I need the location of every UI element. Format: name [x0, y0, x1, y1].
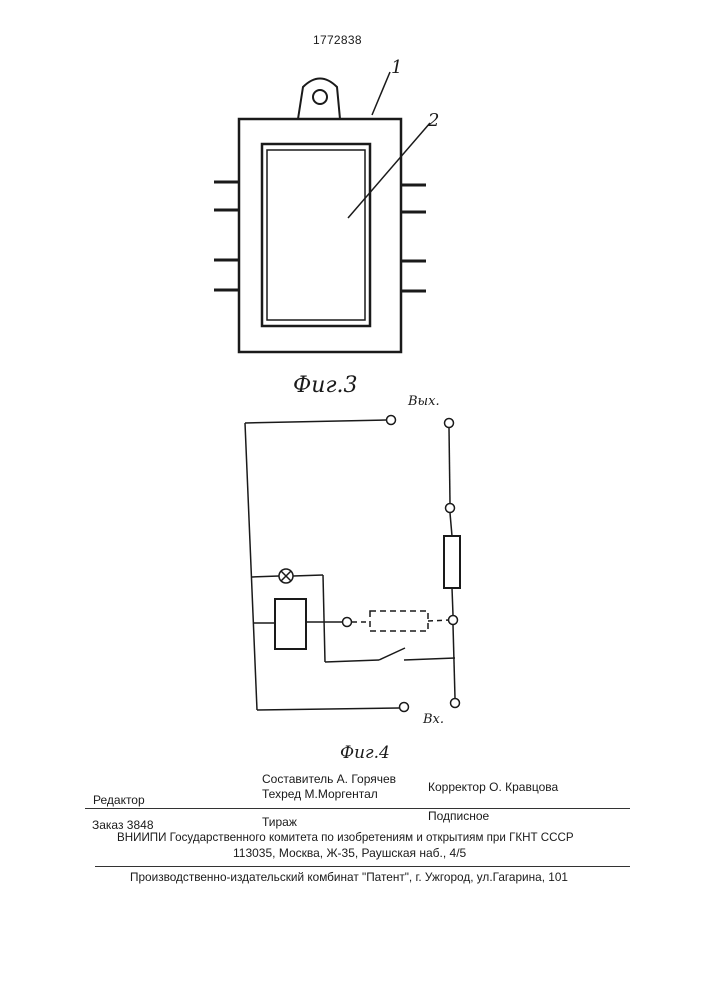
figure-3 [214, 72, 430, 352]
leader-line-2 [348, 123, 430, 218]
footer-divider-top [85, 808, 630, 809]
wire-switch-left [325, 660, 379, 662]
wire-switch-right [404, 658, 455, 660]
footer-order: Заказ 3848 [92, 818, 154, 832]
switch-blade [379, 648, 405, 660]
terminal-in-left [400, 703, 409, 712]
wire-bottom-to-in-left [257, 708, 399, 710]
node-junction [449, 616, 458, 625]
housing-outer [239, 119, 401, 352]
callout-2: 2 [427, 110, 439, 131]
footer-techred: Техред М.Моргентал [262, 787, 378, 801]
footer-address: 113035, Москва, Ж-35, Раушская наб., 4/5 [233, 846, 466, 860]
wire-right-rail-top [449, 428, 450, 503]
terminal-coil [343, 618, 352, 627]
wire-top-to-out-left [245, 420, 386, 423]
callout-1: 1 [391, 57, 402, 78]
patent-drawing: 1 2 Фиг.3 [0, 0, 707, 760]
wire-dashed-to-rail [428, 620, 450, 621]
mounting-hole [313, 90, 327, 104]
footer-compiler: Составитель А. Горячев [262, 772, 396, 786]
footer-editor: Редактор [93, 793, 145, 807]
wire-right-rail-bottom [453, 625, 455, 698]
wire-right-to-fuse [450, 513, 452, 536]
optional-element-dashed [370, 611, 428, 631]
wire-right-branch [323, 575, 325, 662]
wire-lamp-right [293, 575, 323, 576]
housing-window-inner [267, 150, 365, 320]
footer-publisher: Производственно-издательский комбинат "П… [130, 870, 568, 884]
output-label: Вых. [407, 394, 440, 409]
footer-divider-bottom [95, 866, 630, 867]
figure-4 [245, 416, 460, 712]
terminal-out-right [445, 419, 454, 428]
terminal-out-left [387, 416, 396, 425]
footer-circulation: Тираж [262, 815, 297, 829]
leader-line-1 [372, 72, 390, 115]
relay-coil [275, 599, 306, 649]
wire-left-rail [245, 423, 257, 710]
input-label: Вх. [422, 712, 444, 727]
terminal-in-right [451, 699, 460, 708]
footer-vniipi: ВНИИПИ Государственного комитета по изоб… [117, 831, 574, 844]
footer-corrector: Корректор О. Кравцова [428, 780, 558, 794]
fig3-caption: Фиг.3 [293, 373, 358, 398]
housing-window-outer [262, 144, 370, 326]
wire-lamp-left [252, 576, 279, 577]
fig4-caption: Фиг.4 [340, 743, 390, 760]
terminal-mid-right [446, 504, 455, 513]
wire-fuse-down [452, 588, 453, 615]
footer-subscription: Подписное [428, 809, 489, 823]
fuse-element [444, 536, 460, 588]
mounting-tab [298, 79, 340, 120]
